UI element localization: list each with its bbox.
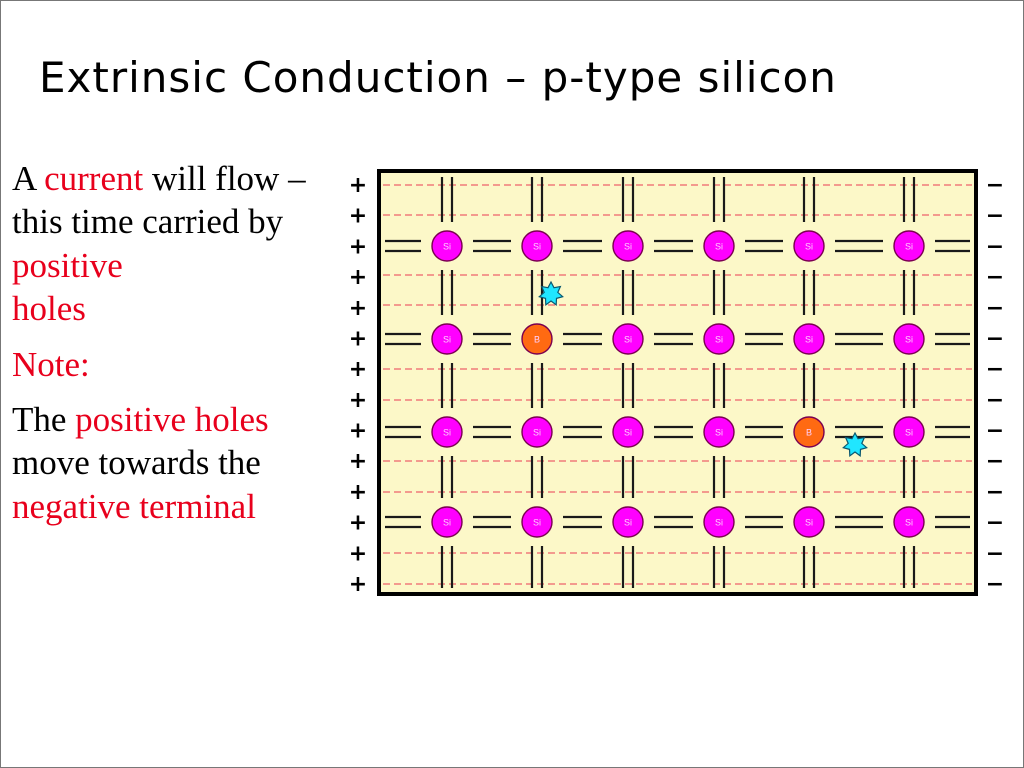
silicon-label: Si	[805, 335, 813, 345]
minus-terminal: −	[986, 541, 1004, 566]
minus-terminal: −	[986, 173, 1004, 198]
silicon-label: Si	[905, 335, 913, 345]
silicon-label: Si	[533, 428, 541, 438]
paragraph-holes-move: The positive holes move towards the nega…	[12, 398, 352, 528]
silicon-label: Si	[905, 518, 913, 528]
silicon-atom	[793, 230, 825, 262]
silicon-label: Si	[805, 242, 813, 252]
silicon-atom	[893, 230, 925, 262]
silicon-atom	[703, 230, 735, 262]
plus-terminal: +	[349, 234, 367, 259]
silicon-atom	[431, 506, 463, 538]
plus-terminal: +	[349, 357, 367, 382]
minus-terminal: −	[986, 234, 1004, 259]
highlight-positive: positive	[12, 245, 123, 285]
minus-terminal: −	[986, 296, 1004, 321]
silicon-atom	[612, 506, 644, 538]
silicon-atom	[612, 323, 644, 355]
silicon-label: Si	[443, 428, 451, 438]
minus-terminal: −	[986, 326, 1004, 351]
plus-terminal: +	[349, 388, 367, 413]
silicon-atom	[521, 230, 553, 262]
silicon-label: Si	[443, 242, 451, 252]
silicon-atom	[431, 230, 463, 262]
silicon-atom	[893, 506, 925, 538]
slide-title: Extrinsic Conduction – p-type silicon	[39, 53, 837, 102]
silicon-atom	[793, 506, 825, 538]
boron-atom	[793, 416, 825, 448]
highlight-negative-terminal: negative terminal	[12, 486, 256, 526]
silicon-atom	[893, 416, 925, 448]
text-fragment: move towards the	[12, 443, 261, 483]
plus-terminal: +	[349, 265, 367, 290]
silicon-label: Si	[443, 518, 451, 528]
plus-terminal: +	[349, 419, 367, 444]
plus-terminal: +	[349, 511, 367, 536]
positive-hole-icon	[842, 431, 868, 457]
silicon-label: Si	[533, 518, 541, 528]
silicon-atom	[431, 323, 463, 355]
silicon-atom	[893, 323, 925, 355]
silicon-label: Si	[443, 335, 451, 345]
silicon-label: Si	[715, 335, 723, 345]
silicon-atom	[521, 416, 553, 448]
body-text: A current will flow – this time carried …	[12, 157, 352, 540]
silicon-label: Si	[905, 242, 913, 252]
minus-terminal: −	[986, 572, 1004, 597]
silicon-label: Si	[715, 518, 723, 528]
minus-terminal: −	[986, 511, 1004, 536]
silicon-label: Si	[805, 518, 813, 528]
highlight-holes: holes	[12, 289, 86, 329]
plus-terminal: +	[349, 449, 367, 474]
plus-terminal: +	[349, 572, 367, 597]
silicon-label: Si	[624, 518, 632, 528]
text-fragment: will flow – this time carried by	[12, 159, 306, 242]
plus-terminal: +	[349, 480, 367, 505]
boron-atom	[521, 323, 553, 355]
minus-terminal: −	[986, 480, 1004, 505]
plus-terminal: +	[349, 541, 367, 566]
silicon-atom	[521, 506, 553, 538]
plus-terminal: +	[349, 173, 367, 198]
plus-terminal: +	[349, 296, 367, 321]
silicon-label: Si	[715, 242, 723, 252]
plus-terminal: +	[349, 326, 367, 351]
boron-label: B	[806, 428, 812, 438]
plus-terminal: +	[349, 204, 367, 229]
silicon-label: Si	[533, 242, 541, 252]
paragraph-current: A current will flow – this time carried …	[12, 157, 352, 331]
silicon-atom	[793, 323, 825, 355]
boron-label: B	[534, 335, 540, 345]
silicon-label: Si	[715, 428, 723, 438]
lattice-panel	[377, 169, 978, 596]
highlight-current: current	[44, 159, 144, 198]
minus-terminal: −	[986, 265, 1004, 290]
silicon-atom	[703, 416, 735, 448]
silicon-atom	[703, 506, 735, 538]
silicon-label: Si	[624, 428, 632, 438]
positive-hole-icon	[538, 280, 564, 306]
silicon-atom	[612, 230, 644, 262]
silicon-atom	[431, 416, 463, 448]
text-fragment: The	[12, 399, 76, 439]
minus-terminal: −	[986, 449, 1004, 474]
minus-terminal: −	[986, 388, 1004, 413]
minus-terminal: −	[986, 204, 1004, 229]
highlight-positive-holes: positive holes	[75, 399, 269, 439]
silicon-label: Si	[905, 428, 913, 438]
minus-terminal: −	[986, 357, 1004, 382]
silicon-label: Si	[624, 242, 632, 252]
note-label: Note:	[12, 344, 90, 384]
silicon-label: Si	[624, 335, 632, 345]
silicon-atom	[612, 416, 644, 448]
silicon-atom	[703, 323, 735, 355]
minus-terminal: −	[986, 419, 1004, 444]
text-fragment: A	[12, 159, 45, 198]
